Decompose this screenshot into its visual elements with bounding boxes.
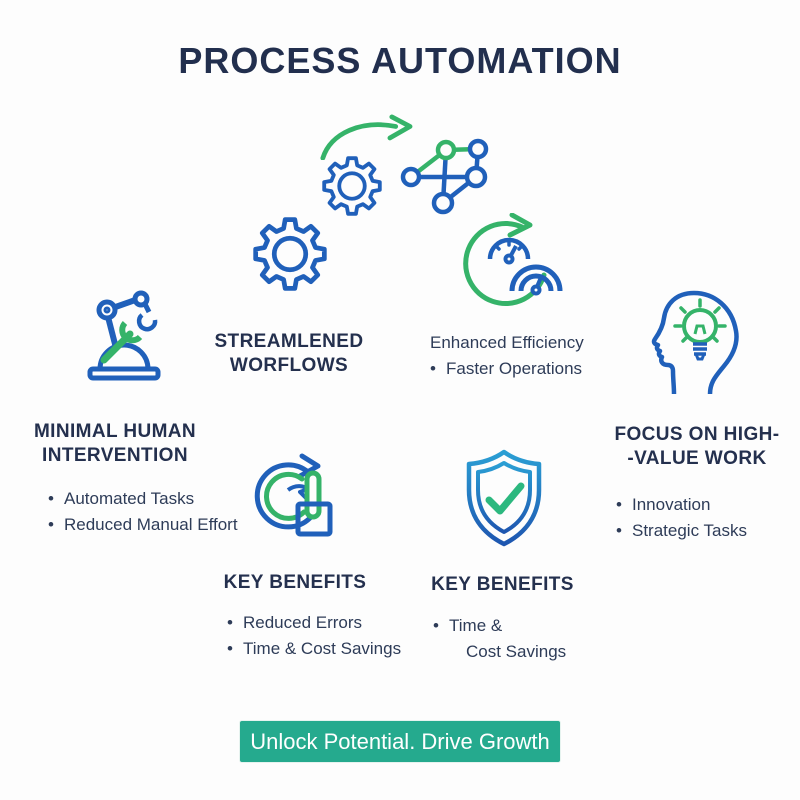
focus-bullets: •Innovation •Strategic Tasks	[616, 492, 747, 544]
robot-arm-icon	[78, 286, 170, 381]
minimal-heading-line2: INTERVENTION	[42, 445, 188, 466]
benefits-left-bullets: •Reduced Errors •Time & Cost Savings	[227, 610, 401, 662]
efficiency-block: Enhanced Efficiency •Faster Operations	[430, 330, 600, 382]
bullet-marker: •	[48, 489, 54, 508]
cycle-lever-icon	[250, 446, 340, 538]
shield-check-icon	[458, 448, 550, 548]
network-nodes-icon	[398, 133, 498, 218]
streamlined-heading: STREAMLENED WORFLOWS	[194, 330, 384, 378]
minimal-bullets: •Automated Tasks •Reduced Manual Effort	[48, 486, 238, 538]
list-item: •Time & Cost Savings	[227, 636, 401, 662]
list-item: •Strategic Tasks	[616, 518, 747, 544]
list-item: •Time &	[433, 613, 566, 639]
efficiency-bullet: •Faster Operations	[430, 356, 600, 382]
focus-heading: FOCUS ON HIGH- -VALUE WORK	[602, 423, 792, 471]
cta-button[interactable]: Unlock Potential. Drive Growth	[240, 721, 560, 762]
bullet-marker: •	[227, 639, 233, 658]
streamlined-heading-line2: WORFLOWS	[229, 355, 349, 376]
focus-heading-line2: -VALUE WORK	[627, 448, 767, 469]
gear-icon	[248, 212, 332, 296]
list-item: •Reduced Manual Effort	[48, 512, 238, 538]
minimal-heading-line1: MINIMAL HUMAN	[33, 421, 197, 442]
benefits-right-heading: KEY BENEFITS	[431, 574, 574, 595]
list-item: •Innovation	[616, 492, 747, 518]
list-item: •Reduced Errors	[227, 610, 401, 636]
bullet-marker: •	[227, 613, 233, 632]
bullet-marker: •	[48, 515, 54, 534]
head-lightbulb-icon	[636, 284, 748, 396]
bullet-marker: •	[430, 359, 436, 378]
bullet-marker: •	[433, 616, 439, 635]
focus-heading-line1: FOCUS ON HIGH-	[614, 424, 780, 445]
speedometer-cycle-icon	[456, 213, 566, 311]
gear-icon	[318, 152, 386, 220]
list-item: •Automated Tasks	[48, 486, 238, 512]
minimal-heading: MINIMAL HUMAN INTERVENTION	[15, 420, 215, 468]
benefits-right-bullets: •Time & Cost Savings	[433, 613, 566, 665]
efficiency-heading: Enhanced Efficiency	[430, 333, 584, 352]
streamlined-heading-line1: STREAMLENED	[214, 331, 364, 352]
curved-arrow-icon	[316, 114, 414, 160]
list-item: Cost Savings	[466, 642, 567, 661]
bullet-marker: •	[616, 521, 622, 540]
page-title: PROCESS AUTOMATION	[178, 40, 622, 81]
bullet-marker: •	[616, 495, 622, 514]
benefits-left-heading: KEY BENEFITS	[223, 572, 367, 593]
